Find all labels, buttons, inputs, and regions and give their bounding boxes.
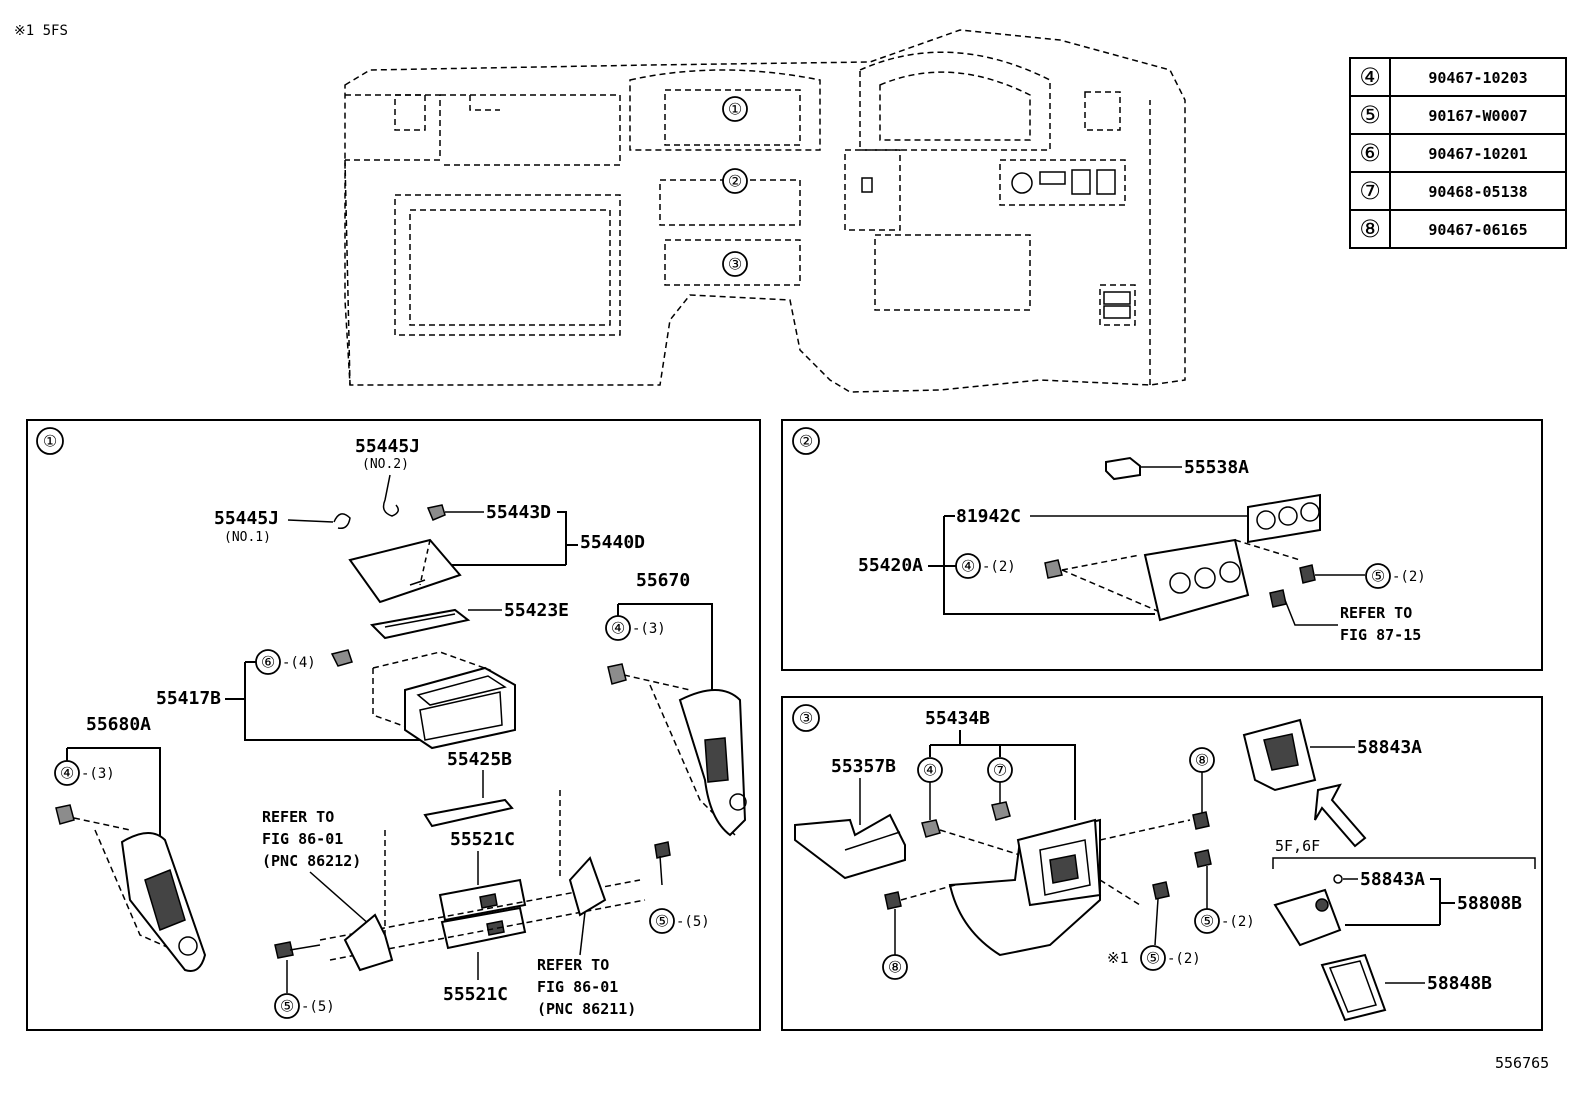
legend-part-number: 90468-05138 bbox=[1428, 183, 1527, 201]
symbol-5-left: ⑤ bbox=[280, 997, 294, 1016]
overview-callout-1: ① bbox=[728, 100, 742, 119]
refer2-line3: (PNC 86211) bbox=[537, 1000, 636, 1018]
label-58808B: 58808B bbox=[1457, 893, 1522, 914]
label-55434B: 55434B bbox=[925, 708, 990, 729]
label-55420A: 55420A bbox=[858, 555, 923, 576]
qty-4-left: -(3) bbox=[81, 766, 115, 782]
legend-row: ⑦ 90468-05138 bbox=[1359, 177, 1527, 205]
qty-5-s2: -(2) bbox=[1392, 569, 1426, 585]
legend-symbol: ⑤ bbox=[1359, 101, 1381, 129]
header-note: ※1 5FS bbox=[14, 23, 68, 39]
qty-6: -(4) bbox=[282, 655, 316, 671]
legend-symbol: ④ bbox=[1359, 63, 1381, 91]
section-2-panel: ② 55538A 81942C 55420A ④ -(2) ⑤ -(2) bbox=[781, 419, 1543, 671]
refer2-line1: REFER TO bbox=[537, 956, 609, 974]
section-3-panel: ③ 55434B 55357B ④ ⑦ ⑧ bbox=[781, 696, 1543, 1031]
refer1-line1: REFER TO bbox=[262, 808, 334, 826]
refer-s2-line2: FIG 87-15 bbox=[1340, 626, 1421, 644]
symbol-4-right: ④ bbox=[611, 619, 625, 638]
label-55443D: 55443D bbox=[486, 502, 551, 523]
label-81942C: 81942C bbox=[956, 506, 1021, 527]
section-1-panel: ① 55445J (NO.2) 55445J (NO.1) 55443D 554… bbox=[26, 419, 761, 1031]
legend-row: ⑧ 90467-06165 bbox=[1359, 215, 1527, 243]
label-no1: (NO.1) bbox=[224, 530, 271, 545]
legend-table: ④ 90467-10203 ⑤ 90167-W0007 ⑥ 90467-1020… bbox=[1349, 57, 1567, 249]
label-58843A-top: 58843A bbox=[1357, 737, 1422, 758]
label-no2: (NO.2) bbox=[362, 457, 409, 472]
qty-5-s3-bottom: -(2) bbox=[1167, 951, 1201, 967]
section-2-number: ② bbox=[799, 432, 813, 451]
label-55521C-bottom: 55521C bbox=[443, 984, 508, 1005]
symbol-4-s3: ④ bbox=[923, 761, 937, 780]
label-55357B: 55357B bbox=[831, 756, 896, 777]
symbol-4-s2: ④ bbox=[961, 557, 975, 576]
qty-5-left: -(5) bbox=[301, 999, 335, 1015]
legend-symbol: ⑧ bbox=[1359, 215, 1381, 243]
refer1-line2: FIG 86-01 bbox=[262, 830, 343, 848]
instrument-panel-overview: ① ② ③ bbox=[344, 29, 1186, 393]
symbol-5-s2: ⑤ bbox=[1371, 567, 1385, 586]
symbol-5-right: ⑤ bbox=[655, 912, 669, 931]
legend-row: ④ 90467-10203 bbox=[1359, 63, 1527, 91]
overview-callout-3: ③ bbox=[728, 255, 742, 274]
qty-5-right: -(5) bbox=[676, 914, 710, 930]
section-1-number: ① bbox=[43, 432, 57, 451]
legend-part-number: 90167-W0007 bbox=[1428, 107, 1527, 125]
legend-symbol: ⑥ bbox=[1359, 139, 1381, 167]
label-55445J-no1: 55445J bbox=[214, 508, 279, 529]
legend-row: ⑥ 90467-10201 bbox=[1359, 139, 1527, 167]
label-58843A: 58843A bbox=[1360, 869, 1425, 890]
legend-part-number: 90467-10201 bbox=[1428, 145, 1527, 163]
label-55521C-top: 55521C bbox=[450, 829, 515, 850]
label-55670: 55670 bbox=[636, 570, 690, 591]
refer1-line3: (PNC 86212) bbox=[262, 852, 361, 870]
symbol-8-left: ⑧ bbox=[888, 958, 902, 977]
overview-callout-2: ② bbox=[728, 172, 742, 191]
symbol-8-right: ⑧ bbox=[1195, 751, 1209, 770]
symbol-4-left: ④ bbox=[60, 764, 74, 783]
variant-label: 5F,6F bbox=[1275, 837, 1320, 855]
label-55445J-no2: 55445J bbox=[355, 436, 420, 457]
legend-symbol: ⑦ bbox=[1359, 177, 1381, 205]
label-55440D: 55440D bbox=[580, 532, 645, 553]
figure-id: 556765 bbox=[1495, 1054, 1549, 1072]
legend-row: ⑤ 90167-W0007 bbox=[1359, 101, 1527, 129]
symbol-5-s3-bottom: ⑤ bbox=[1146, 949, 1160, 968]
label-55538A: 55538A bbox=[1184, 457, 1249, 478]
note-1: ※1 bbox=[1107, 949, 1129, 967]
refer2-line2: FIG 86-01 bbox=[537, 978, 618, 996]
label-55423E: 55423E bbox=[504, 600, 569, 621]
label-58848B: 58848B bbox=[1427, 973, 1492, 994]
symbol-5-s3-right: ⑤ bbox=[1200, 912, 1214, 931]
qty-5-s3-right: -(2) bbox=[1221, 914, 1255, 930]
qty-4-s2: -(2) bbox=[982, 559, 1016, 575]
label-55680A: 55680A bbox=[86, 714, 151, 735]
symbol-6: ⑥ bbox=[261, 653, 275, 672]
refer-s2-line1: REFER TO bbox=[1340, 604, 1412, 622]
section-3-number: ③ bbox=[799, 709, 813, 728]
label-55417B: 55417B bbox=[156, 688, 221, 709]
qty-4-right: -(3) bbox=[632, 621, 666, 637]
legend-part-number: 90467-06165 bbox=[1428, 221, 1527, 239]
symbol-7: ⑦ bbox=[993, 761, 1007, 780]
label-55425B: 55425B bbox=[447, 749, 512, 770]
legend-part-number: 90467-10203 bbox=[1428, 69, 1527, 87]
